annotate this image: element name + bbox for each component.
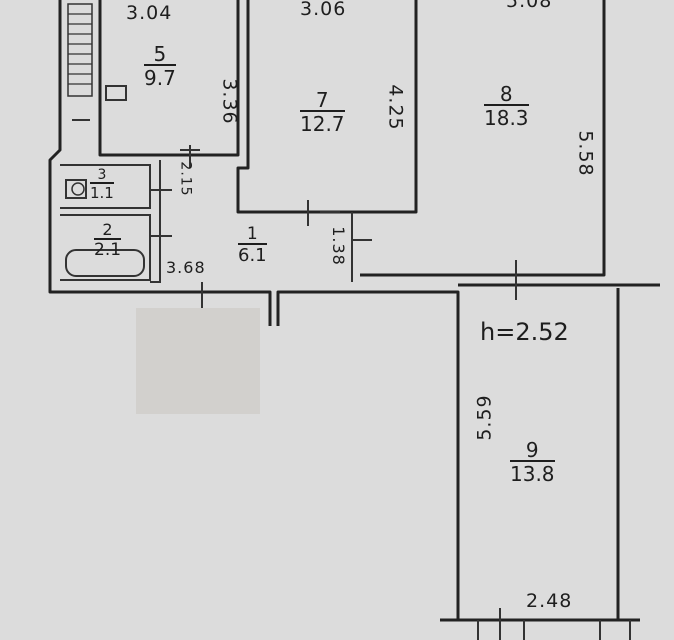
outer-wall-hall-bottom bbox=[276, 290, 460, 620]
dimension-room3-depth: 2.15 bbox=[177, 161, 194, 197]
room-label-7: 7 12.7 bbox=[300, 90, 345, 134]
radiator-hatch bbox=[67, 3, 93, 97]
room8-bottom-wall bbox=[360, 0, 606, 277]
dimension-room7-depth: 4.25 bbox=[384, 84, 407, 131]
stove-icon bbox=[105, 85, 127, 101]
room-number: 7 bbox=[315, 88, 329, 112]
dimension-room9-depth: 5.59 bbox=[473, 394, 496, 441]
room-label-3: 3 1.1 bbox=[90, 168, 114, 201]
toilet-icon bbox=[65, 179, 87, 199]
room-number: 8 bbox=[499, 82, 513, 106]
room-number: 1 bbox=[246, 224, 258, 244]
room-label-5: 5 9.7 bbox=[144, 44, 176, 88]
balcony-window bbox=[440, 608, 640, 640]
room-area: 18.3 bbox=[484, 104, 529, 130]
dimension-room7-width: 3.06 bbox=[300, 0, 347, 20]
room7-walls bbox=[236, 0, 418, 214]
room3-walls bbox=[60, 164, 151, 209]
dimension-hall-depth: 1.38 bbox=[328, 226, 348, 266]
door-marks bbox=[72, 119, 517, 308]
room2-walls bbox=[60, 214, 151, 281]
room5-walls bbox=[98, 0, 240, 157]
dimension-room5-depth: 3.36 bbox=[218, 78, 241, 125]
room-number: 3 bbox=[97, 167, 107, 183]
ceiling-height: h=2.52 bbox=[480, 318, 569, 346]
dimension-room8-width: 5.08 bbox=[506, 0, 553, 12]
room-area: 12.7 bbox=[300, 110, 345, 136]
room-area: 1.1 bbox=[90, 182, 114, 202]
hall-inner-wall bbox=[150, 160, 161, 283]
room-area: 9.7 bbox=[144, 64, 176, 90]
room-area: 6.1 bbox=[238, 243, 267, 266]
room-label-2: 2 2.1 bbox=[94, 220, 122, 260]
room-area: 13.8 bbox=[510, 460, 555, 486]
room-label-1: 1 6.1 bbox=[238, 226, 267, 265]
outer-wall-left bbox=[48, 0, 272, 326]
room-label-9: 9 13.8 bbox=[510, 440, 555, 484]
room-number: 5 bbox=[153, 42, 167, 66]
bathtub-icon bbox=[65, 249, 145, 277]
redacted-area bbox=[136, 308, 260, 414]
dimension-room5-width: 3.04 bbox=[126, 2, 173, 24]
room-number: 9 bbox=[525, 438, 539, 462]
dimension-room8-depth: 5.58 bbox=[574, 130, 597, 177]
room-label-8: 8 18.3 bbox=[484, 84, 529, 128]
room-number: 2 bbox=[102, 220, 113, 239]
dimension-room9-width: 2.48 bbox=[526, 590, 573, 612]
dimension-hall-width: 3.68 bbox=[166, 258, 206, 277]
room-area: 2.1 bbox=[94, 238, 122, 260]
